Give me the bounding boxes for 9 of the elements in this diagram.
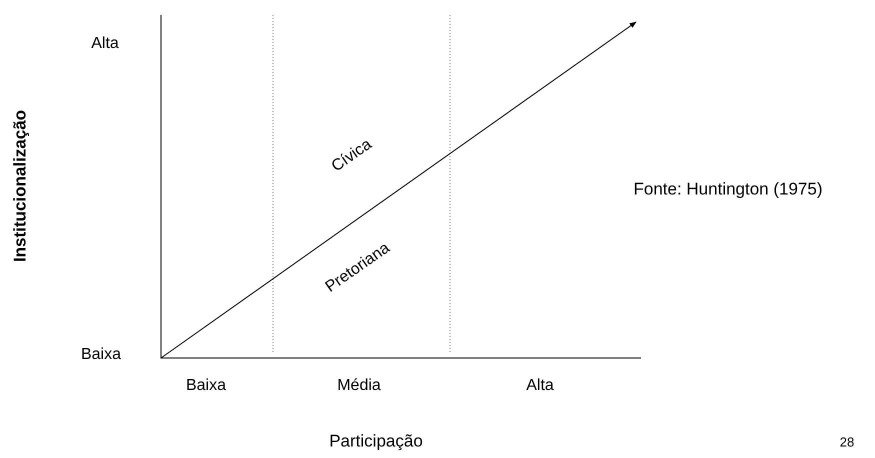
axis-tick-label: Baixa <box>80 347 122 363</box>
axis-tick-label: Alta <box>526 378 554 394</box>
axis-tick-label: Alta <box>91 36 119 52</box>
axis-title: Participação <box>329 432 423 450</box>
axis-tick-label: Baixa <box>186 378 226 394</box>
page-number: 28 <box>840 436 854 448</box>
axis-title: Institucionalização <box>12 110 28 262</box>
source-note: Fonte: Huntington (1975) <box>634 180 822 198</box>
axis-tick-label: Média <box>337 378 381 394</box>
